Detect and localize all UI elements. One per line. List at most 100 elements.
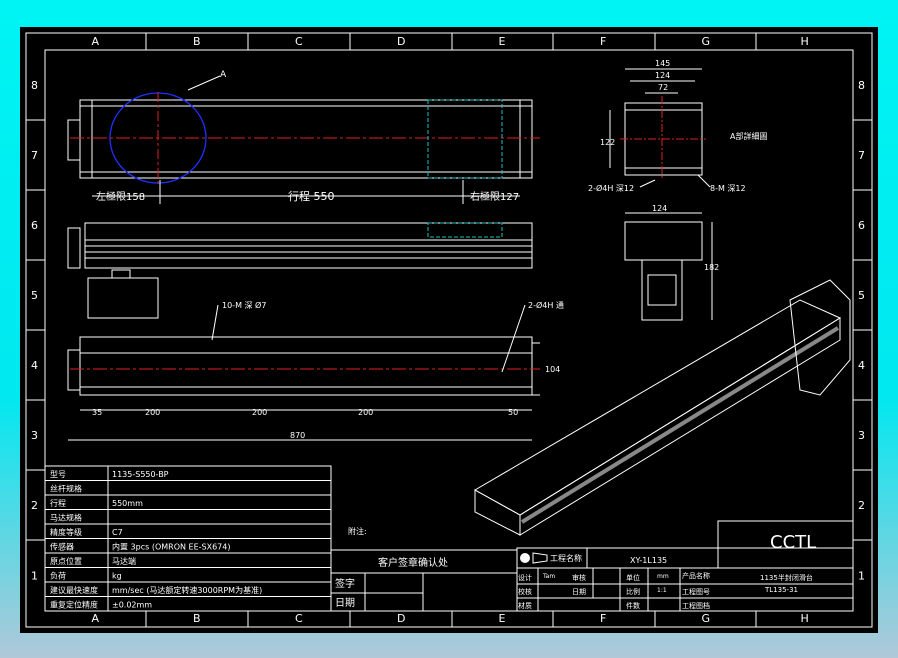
grid-col-label: C [295,35,303,48]
dim-72: 72 [658,83,668,92]
grid-row-label: 3 [858,429,865,442]
label: 材质 [518,601,532,610]
grid-col-label: G [702,35,711,48]
detail-view [609,68,711,188]
dim-124: 124 [655,71,670,80]
isometric-view [473,279,851,536]
spec-label: 型号 [50,470,66,479]
side-view [67,222,533,319]
grid-col-label: A [92,35,100,48]
grid-row-label: 6 [31,219,38,232]
grid-row-label: 8 [31,79,38,92]
projection-symbol-icon [520,553,530,563]
grid-col-label: D [397,612,405,625]
spec-value: 马达端 [112,556,136,566]
dim-104: 104 [545,365,560,374]
spec-value: mm/sec (马达额定转速3000RPM为基准) [112,585,262,595]
spec-label: 负荷 [50,571,66,581]
top-view [67,75,540,204]
grid-ticks [26,33,872,627]
grid-row-label: 1 [31,570,38,583]
grid-row-label: 7 [31,149,38,162]
date-label: 日期 [335,597,355,609]
spec-label: 重复定位精度 [50,600,98,610]
holes-through-label: 2-Ø4H 通 [528,300,564,310]
dim-200: 200 [145,408,160,417]
grid-col-label: E [499,35,506,48]
grid-row-label: 7 [858,149,865,162]
spec-label: 精度等级 [50,527,82,537]
grid-col-label: H [801,612,809,625]
dim-124: 124 [652,204,667,213]
dim-35: 35 [92,408,102,417]
spec-table-grid [44,465,332,612]
grid-col-label: C [295,612,303,625]
spec-label: 原点位置 [50,556,82,566]
projection-cone-icon [532,552,548,564]
grid-row-label: 4 [31,359,38,372]
dim-200: 200 [358,408,373,417]
grid-col-label: B [193,35,201,48]
grid-col-label: F [600,35,606,48]
bottom-view [67,304,540,441]
grid-row-label: 5 [31,289,38,302]
grid-row-label: 3 [31,429,38,442]
sign-label: 签字 [335,577,355,590]
company-logo: CCTL [770,532,816,553]
grid-row-label: 1 [858,570,865,583]
scale: 1:1 [657,587,667,594]
title-block-grid [516,520,854,612]
label: 设计 [518,573,532,582]
spec-value: 1135-S550-BP [112,470,169,479]
spec-value: kg [112,572,122,581]
dim-50: 50 [508,408,518,417]
spec-value: ±0.02mm [112,601,152,610]
label: 产品名称 [682,571,710,580]
dim-122: 122 [600,138,615,147]
grid-row-label: 5 [858,289,865,302]
grid-row-label: 4 [858,359,865,372]
grid-col-label: E [499,612,506,625]
outer-frame [25,32,873,628]
dim-870: 870 [290,431,305,440]
customer-block [331,549,517,611]
label: 校核 [518,587,532,596]
label: 工程图号 [682,587,710,596]
note-label: 附注: [348,526,367,536]
grid-col-label: A [92,612,100,625]
label: 工程图档 [682,601,710,610]
drawing-number: TL135-31 [764,586,798,594]
label: 日期 [572,588,586,596]
unit: mm [657,573,669,580]
spec-value: 内置 3pcs (OMRON EE-SX674) [112,542,230,552]
grid-col-label: B [193,612,201,625]
spec-label: 行程 [50,498,66,508]
designer: Tam [542,573,555,580]
grid-col-label: D [397,35,405,48]
grid-row-label: 2 [31,499,38,512]
project-name: XY-1L135 [630,556,667,565]
spec-label: 建议最快速度 [50,585,98,595]
dim-200: 200 [252,408,267,417]
spec-label: 马达规格 [50,513,82,523]
section-view [624,212,713,321]
customer-title: 客户签章确认处 [378,556,448,569]
grid-row-label: 8 [858,79,865,92]
dim-182: 182 [704,263,719,272]
hole-a-label: 2-Ø4H 深12 [588,183,634,193]
label: 工程名称 [550,553,582,563]
detail-marker: A [220,70,227,80]
dim-145: 145 [655,59,670,68]
label: 审核 [572,573,586,582]
grid-col-label: G [702,612,711,625]
product-name: 1135半封闭滑台 [760,573,813,582]
grid-row-label: 2 [858,499,865,512]
label: 件数 [626,601,640,610]
label: 单位 [626,573,640,582]
spec-label: 传感器 [50,542,74,552]
spec-label: 丝杆规格 [50,484,82,494]
grid-col-label: H [801,35,809,48]
